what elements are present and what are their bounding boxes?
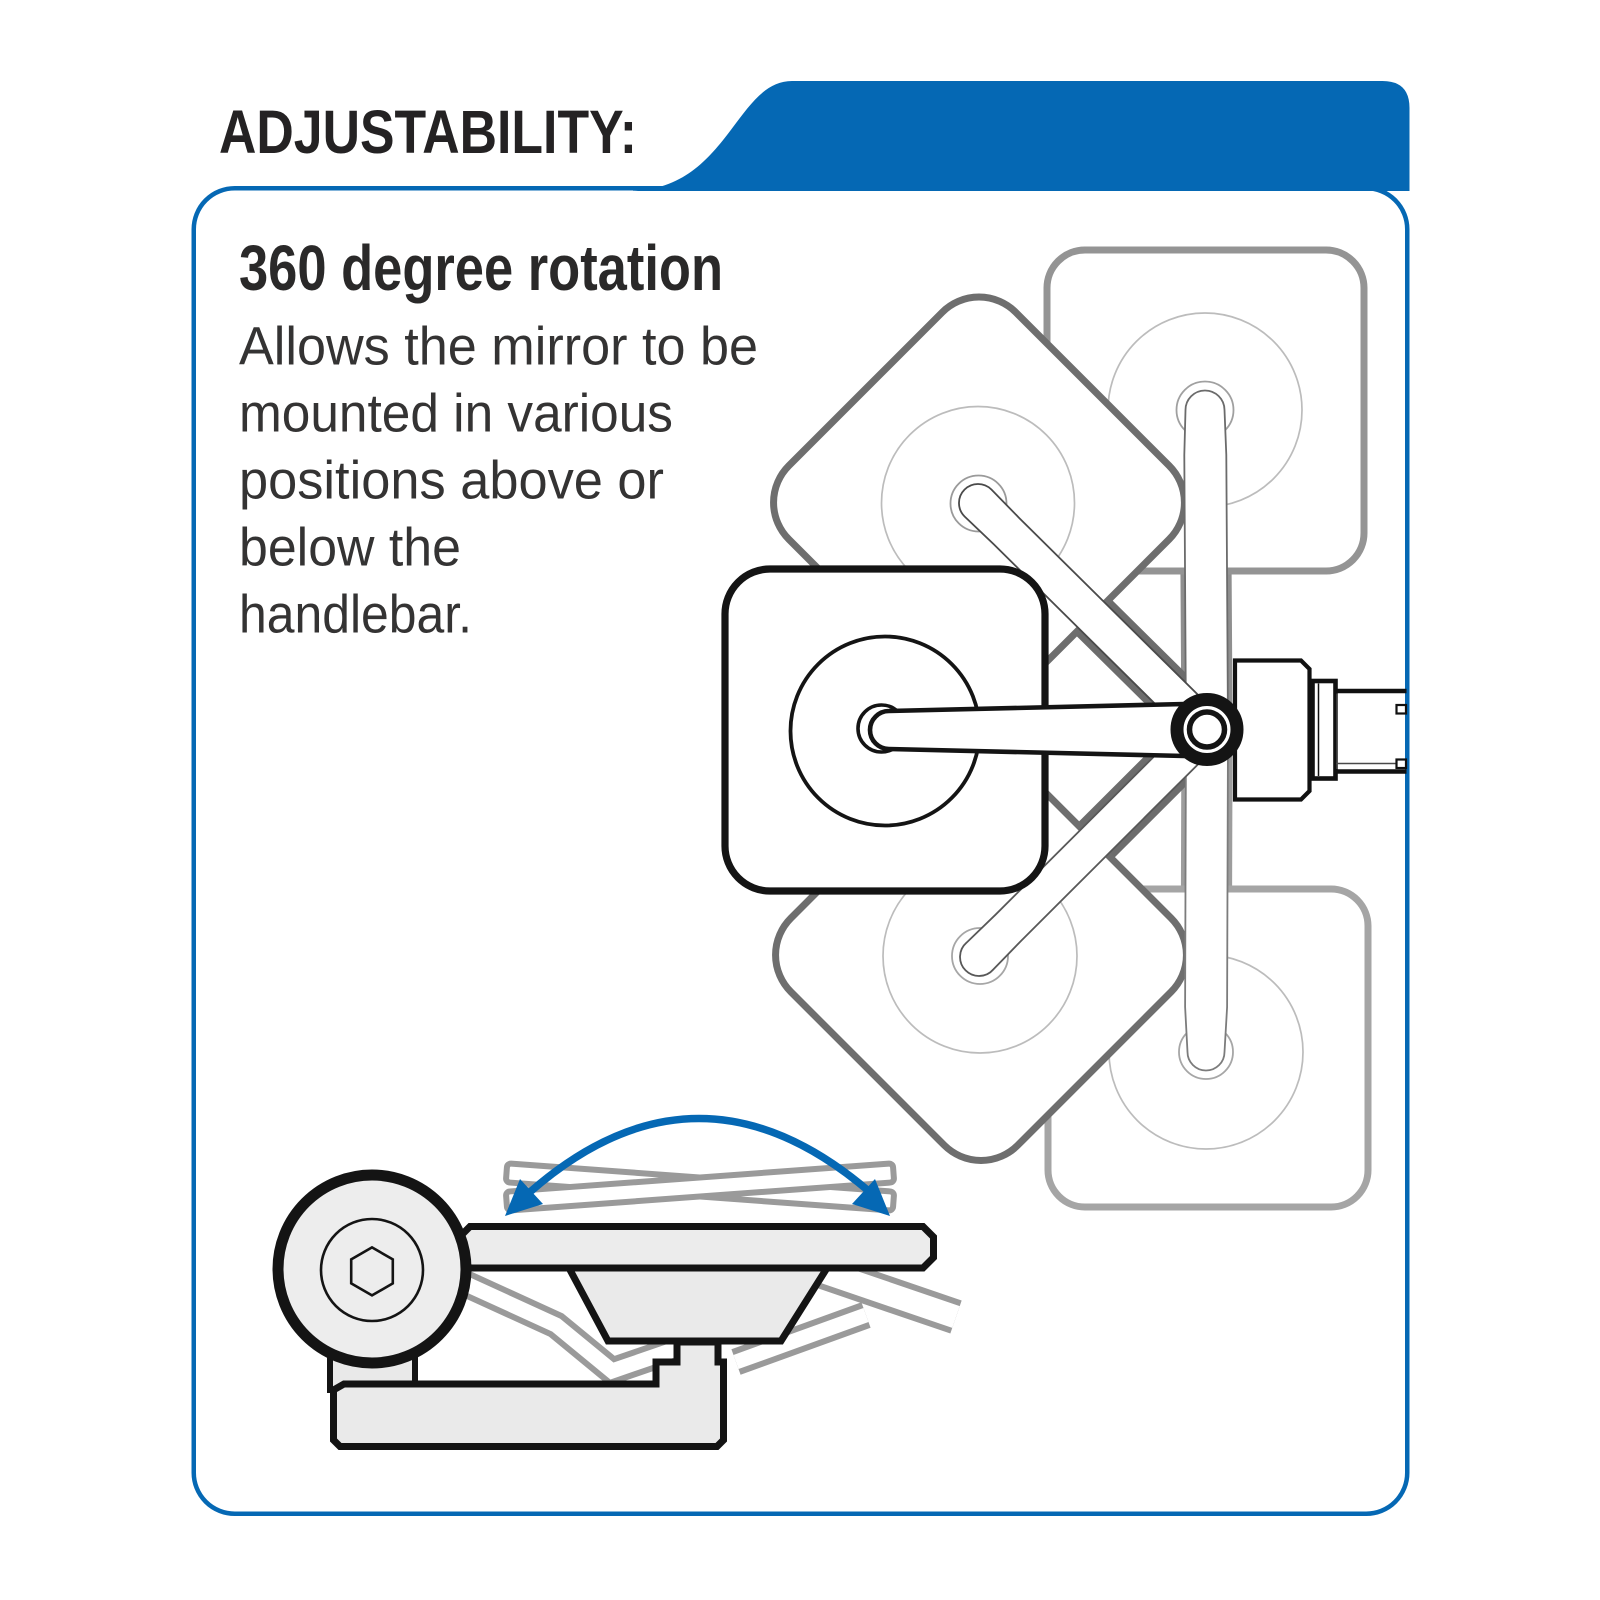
- svg-text:mounted in various: mounted in various: [239, 384, 673, 444]
- svg-text:handlebar.: handlebar.: [239, 585, 472, 645]
- svg-text:Allows the mirror to be: Allows the mirror to be: [239, 317, 758, 377]
- svg-text:positions above or: positions above or: [239, 451, 664, 511]
- svg-text:ADJUSTABILITY:: ADJUSTABILITY:: [219, 98, 637, 166]
- svg-text:below the: below the: [239, 518, 461, 578]
- svg-text:360 degree rotation: 360 degree rotation: [239, 232, 723, 304]
